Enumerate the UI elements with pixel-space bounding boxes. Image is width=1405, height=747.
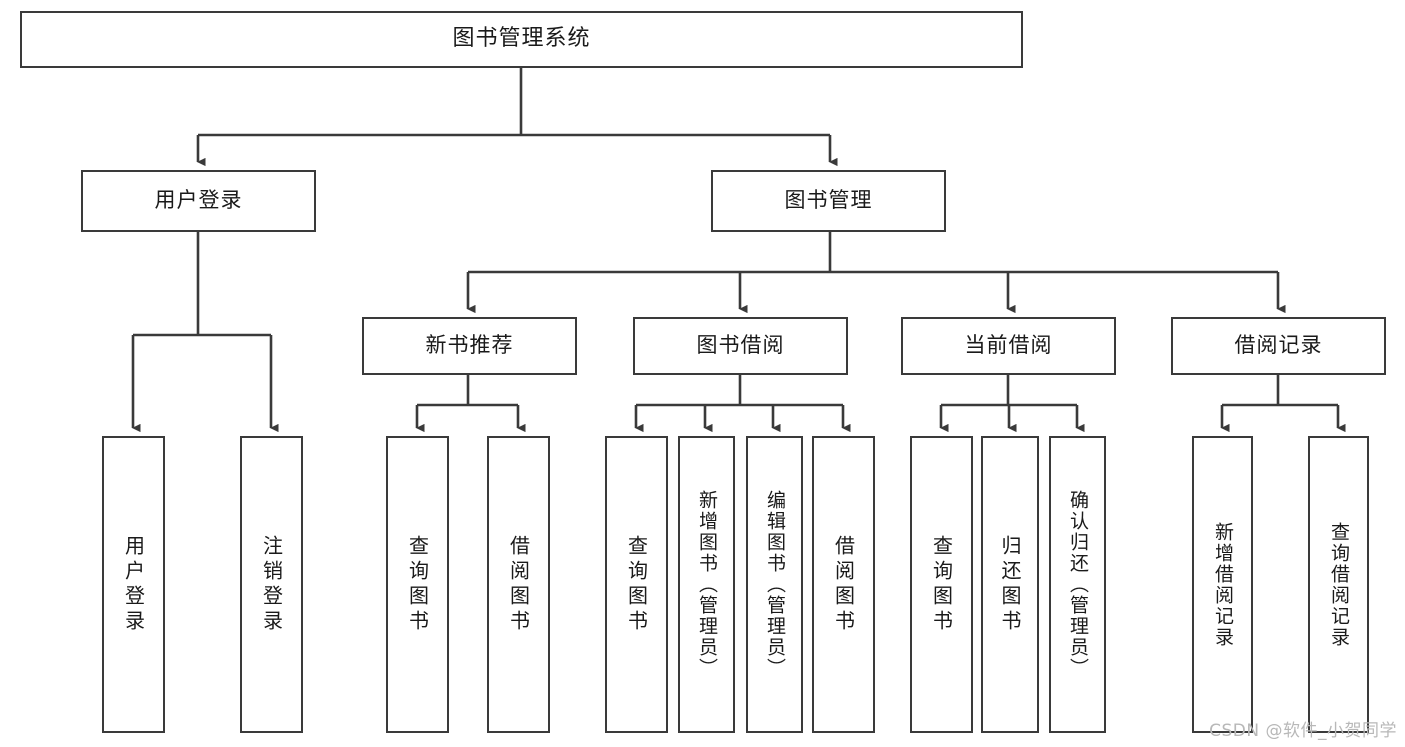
csdn-watermark: CSDN @软件_小贺同学 bbox=[1209, 721, 1397, 741]
node-book-management[interactable]: 图书管理 bbox=[711, 170, 946, 232]
leaf-logout[interactable]: 注销登录 bbox=[240, 436, 303, 733]
node-current-borrow[interactable]: 当前借阅 bbox=[901, 317, 1116, 375]
leaf-add-borrow-record[interactable]: 新增借阅记录 bbox=[1192, 436, 1253, 733]
leaf-add-book-admin[interactable]: 新增图书（管理员） bbox=[678, 436, 735, 733]
leaf-confirm-return-admin[interactable]: 确认归还（管理员） bbox=[1049, 436, 1106, 733]
leaf-query-book-recommend[interactable]: 查询图书 bbox=[386, 436, 449, 733]
leaf-query-borrow-record[interactable]: 查询借阅记录 bbox=[1308, 436, 1369, 733]
leaf-borrow-book-recommend[interactable]: 借阅图书 bbox=[487, 436, 550, 733]
leaf-query-book-borrow[interactable]: 查询图书 bbox=[605, 436, 668, 733]
node-borrow-record[interactable]: 借阅记录 bbox=[1171, 317, 1386, 375]
leaf-return-book[interactable]: 归还图书 bbox=[981, 436, 1039, 733]
node-book-borrow[interactable]: 图书借阅 bbox=[633, 317, 848, 375]
leaf-user-login[interactable]: 用户登录 bbox=[102, 436, 165, 733]
leaf-edit-book-admin[interactable]: 编辑图书（管理员） bbox=[746, 436, 803, 733]
node-root-book-management-system[interactable]: 图书管理系统 bbox=[20, 11, 1023, 68]
node-new-book-recommend[interactable]: 新书推荐 bbox=[362, 317, 577, 375]
leaf-query-book-current[interactable]: 查询图书 bbox=[910, 436, 973, 733]
leaf-borrow-book[interactable]: 借阅图书 bbox=[812, 436, 875, 733]
node-user-login[interactable]: 用户登录 bbox=[81, 170, 316, 232]
